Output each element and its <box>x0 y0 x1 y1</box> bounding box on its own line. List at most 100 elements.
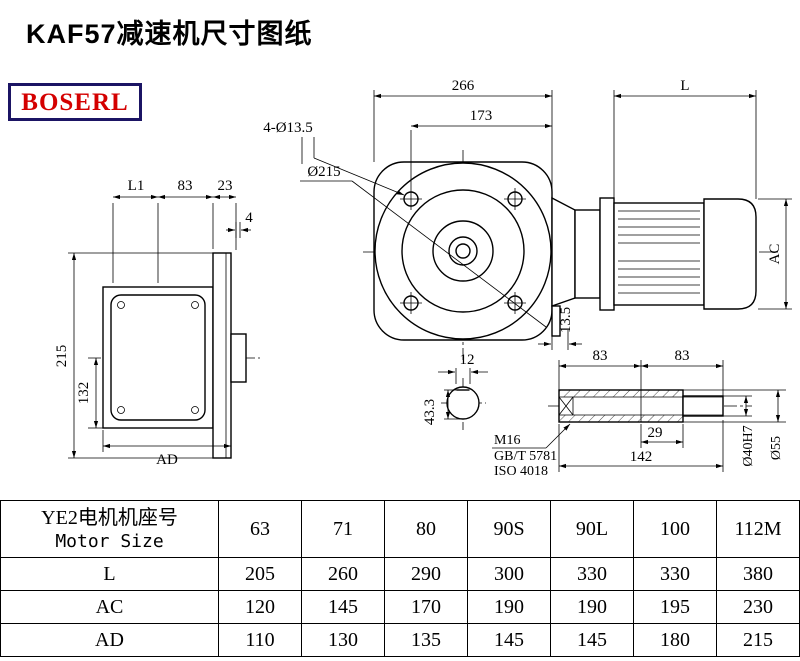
dim-AD: AD <box>102 430 231 468</box>
dim-12-label: 12 <box>460 352 475 368</box>
table-row-L: L 205 260 290 300 330 330 380 <box>0 557 800 591</box>
dim-132: 132 <box>76 358 103 429</box>
callout-bolt-holes: 4-Ø13.5 <box>263 120 405 196</box>
dim-outer-diameter: Ø55 <box>683 389 786 460</box>
dim-83a-label: 83 <box>593 348 608 364</box>
dim-43-3: 43.3 <box>422 389 461 425</box>
hub-circle <box>432 220 494 282</box>
dim-d55-label: Ø55 <box>769 436 784 460</box>
AD-value-100: 180 <box>633 623 717 657</box>
AD-value-80: 135 <box>384 623 468 657</box>
shaft-end-view: 12 43.3 <box>422 352 488 430</box>
housing-transition <box>551 196 576 307</box>
AC-value-90S: 190 <box>467 590 551 624</box>
L-value-112M: 380 <box>716 557 800 591</box>
dim-43-3-label: 43.3 <box>422 399 438 425</box>
AD-value-112M: 215 <box>716 623 800 657</box>
table-row-AD: AD 110 130 135 145 145 180 215 <box>0 623 800 657</box>
callout-flange-diameter: Ø215 <box>300 164 547 328</box>
dim-23-label: 23 <box>218 178 233 194</box>
dimension-drawing: 266 L 173 4-Ø13.5 <box>54 78 792 479</box>
dim-12: 12 <box>438 352 488 384</box>
dim-L-label: L <box>680 78 689 94</box>
bolt-holes <box>400 188 526 314</box>
L-value-90L: 330 <box>550 557 634 591</box>
dim-266: 266 <box>373 78 553 198</box>
motor-cooling-fins <box>618 210 700 294</box>
dim-83-label: 83 <box>178 178 193 194</box>
motor-adapter <box>574 209 601 299</box>
motor-frame-label-cn: YE2电机机座号 <box>41 507 178 530</box>
boserl-logo-text: BOSERL <box>21 88 129 116</box>
standard-iso-label: ISO 4018 <box>494 464 548 479</box>
motor-size-63: 63 <box>218 500 302 558</box>
side-view: L1 83 23 4 215 <box>54 178 260 468</box>
bolt-holes-label: 4-Ø13.5 <box>263 120 313 136</box>
AC-value-112M: 230 <box>716 590 800 624</box>
motor-size-90S: 90S <box>467 500 551 558</box>
standard-gb-label: GB/T 5781 <box>494 449 557 464</box>
housing-cover <box>110 294 206 421</box>
L-value-71: 260 <box>301 557 385 591</box>
boserl-logo: BOSERL <box>8 83 142 121</box>
motor-flange-ring <box>599 197 615 311</box>
housing-foot-pad <box>551 305 561 337</box>
shaft-detail: 83 83 29 142 Ø40H7 <box>492 348 786 479</box>
section-hatch-top <box>559 390 683 397</box>
AD-value-71: 130 <box>301 623 385 657</box>
dim-AC-label: AC <box>767 244 783 265</box>
dim-top-chain: L1 83 23 <box>112 178 237 283</box>
L-value-80: 290 <box>384 557 468 591</box>
dim-motor-height: AC <box>758 198 792 310</box>
shaft-step <box>682 395 724 417</box>
AC-value-90L: 190 <box>550 590 634 624</box>
dim-83-83: 83 83 <box>558 348 724 396</box>
dim-215-label: 215 <box>54 345 70 368</box>
dim-173: 173 <box>410 108 552 188</box>
row-label-AC: AC <box>0 590 219 624</box>
mounting-flange-plate <box>212 252 232 459</box>
motor-size-112M: 112M <box>716 500 800 558</box>
L-value-100: 330 <box>633 557 717 591</box>
dim-4-label: 4 <box>245 210 253 226</box>
L-value-63: 205 <box>218 557 302 591</box>
shaft-bore-circle <box>455 243 471 259</box>
dim-215: 215 <box>54 252 213 459</box>
row-label-L: L <box>0 557 219 591</box>
thread-M16-label: M16 <box>494 433 520 448</box>
section-hatch-bottom <box>559 415 683 422</box>
fan-cover <box>703 198 757 310</box>
flange-outer-circle <box>374 162 552 340</box>
flange-diameter-label: Ø215 <box>307 164 340 180</box>
motor-size-71: 71 <box>301 500 385 558</box>
dim-AD-label: AD <box>156 452 178 468</box>
dim-142-label: 142 <box>630 449 653 465</box>
dim-29-label: 29 <box>648 425 663 441</box>
shaft-end-circle <box>446 386 480 420</box>
tapped-hole <box>558 396 574 416</box>
dim-4: 4 <box>226 210 253 238</box>
output-hub <box>230 333 247 383</box>
motor-size-table: YE2电机机座号 Motor Size 63 71 80 90S 90L 100… <box>0 500 800 657</box>
motor-frame-label-en: Motor Size <box>55 531 164 553</box>
dim-132-label: 132 <box>76 382 92 405</box>
AD-value-90S: 145 <box>467 623 551 657</box>
dim-motor-length: L <box>613 78 757 199</box>
dim-d40H7-label: Ø40H7 <box>741 425 756 466</box>
motor-size-90L: 90L <box>550 500 634 558</box>
thread-callout: M16 GB/T 5781 ISO 4018 <box>492 423 571 479</box>
dim-13-5: 13.5 <box>538 307 582 350</box>
dim-266-label: 266 <box>452 78 475 94</box>
L-value-90S: 300 <box>467 557 551 591</box>
AC-value-80: 170 <box>384 590 468 624</box>
AD-value-90L: 145 <box>550 623 634 657</box>
page-title: KAF57减速机尺寸图纸 <box>26 19 313 49</box>
table-row-AC: AC 120 145 170 190 190 195 230 <box>0 590 800 624</box>
dim-L1-label: L1 <box>128 178 145 194</box>
front-view: 266 L 173 4-Ø13.5 <box>263 78 792 360</box>
dim-173-label: 173 <box>470 108 493 124</box>
motor-size-100: 100 <box>633 500 717 558</box>
AC-value-71: 145 <box>301 590 385 624</box>
AD-value-63: 110 <box>218 623 302 657</box>
